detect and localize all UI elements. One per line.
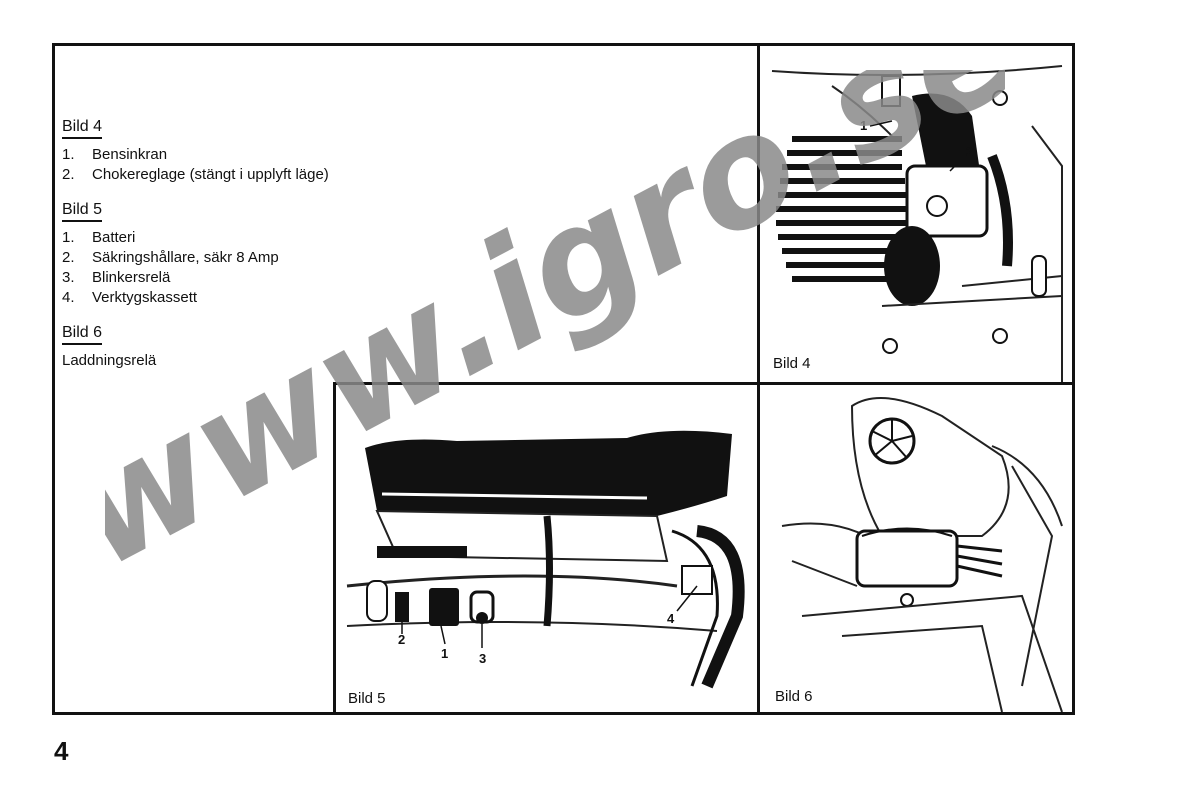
charging-relay-illustration <box>762 386 1072 712</box>
legend-bild4: Bild 4 1.Bensinkran 2.Chokereglage (stän… <box>62 118 352 185</box>
legend-bild6-title: Bild 6 <box>62 324 103 345</box>
legend-bild5: Bild 5 1.Batteri 2.Säkringshållare, säkr… <box>62 201 352 308</box>
list-item: 2.Säkringshållare, säkr 8 Amp <box>62 249 279 266</box>
photo-bild5 <box>337 386 757 712</box>
bild4-callout-1: 1 <box>860 118 868 133</box>
page-frame <box>52 43 1075 715</box>
photo-bild6 <box>762 386 1072 712</box>
legend-bild6: Bild 6 Laddningsrelä <box>62 324 352 371</box>
legend-bild5-title: Bild 5 <box>62 201 103 222</box>
page-number: 4 <box>54 736 69 766</box>
divider-horizontal-mid <box>335 382 1075 385</box>
legend-bild4-list: 1.Bensinkran 2.Chokereglage (stängt i up… <box>62 145 352 185</box>
divider-vertical-left <box>333 382 336 715</box>
carburettor-illustration <box>762 46 1072 382</box>
list-item: 2.Chokereglage (stängt i upplyft läge) <box>62 166 329 183</box>
under-seat-illustration <box>337 386 757 712</box>
photo-bild4 <box>762 46 1072 382</box>
bild5-callout-1: 1 <box>441 646 449 661</box>
divider-vertical-right <box>757 43 760 715</box>
figure-legend: Bild 4 1.Bensinkran 2.Chokereglage (stän… <box>62 118 352 371</box>
list-item: 1.Batteri <box>62 229 136 246</box>
list-item: 3.Blinkersrelä <box>62 269 171 286</box>
legend-bild6-text: Laddningsrelä <box>62 352 157 369</box>
list-item: 1.Bensinkran <box>62 146 168 163</box>
bild4-callout-2: 2 <box>966 144 974 159</box>
bild5-callout-4: 4 <box>667 611 675 626</box>
bild5-caption: Bild 5 <box>345 690 389 707</box>
bild6-caption: Bild 6 <box>772 688 816 705</box>
bild4-caption: Bild 4 <box>770 355 814 372</box>
bild5-callout-2: 2 <box>398 632 406 647</box>
legend-bild4-title: Bild 4 <box>62 118 103 139</box>
list-item: 4.Verktygskassett <box>62 289 198 306</box>
legend-bild5-list: 1.Batteri 2.Säkringshållare, säkr 8 Amp … <box>62 228 352 308</box>
bild5-callout-3: 3 <box>479 651 487 666</box>
